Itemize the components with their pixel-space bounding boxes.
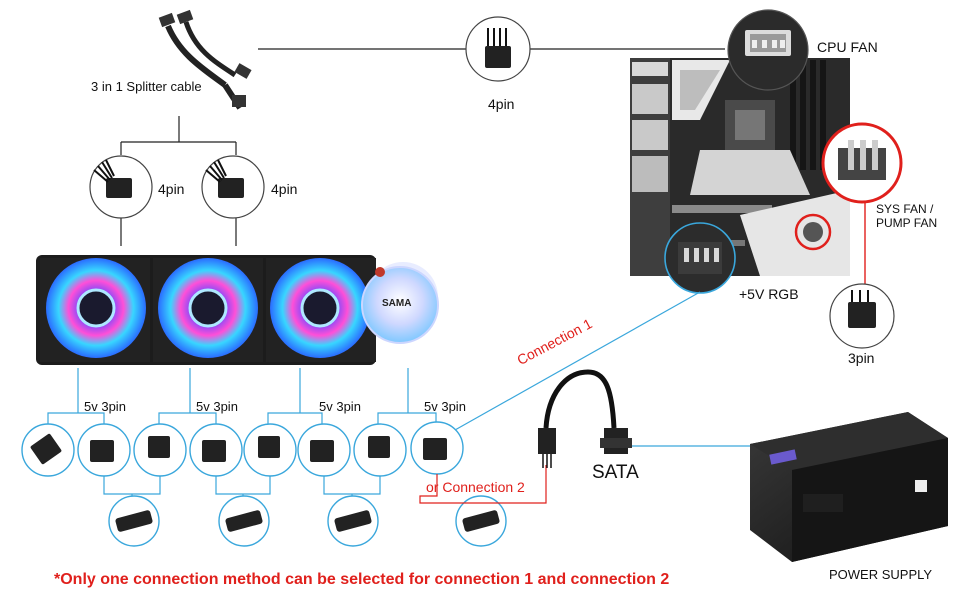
- sys-fan-label-2: PUMP FAN: [876, 216, 938, 230]
- splitter-cable: [158, 9, 252, 110]
- inline-connector-bubbles: [108, 495, 507, 547]
- pump-block: [361, 262, 439, 344]
- fivev-label-4: 5v 3pin: [424, 399, 466, 414]
- sata-label: SATA: [592, 462, 639, 483]
- fourpin-bubble-right: [201, 155, 265, 219]
- fourpin-left-label: 4pin: [158, 181, 185, 197]
- motherboard: [630, 58, 850, 276]
- fourpin-bubble-left: [89, 155, 153, 219]
- fan-3: [270, 258, 370, 358]
- threepin-label: 3pin: [848, 350, 875, 366]
- power-supply-label: POWER SUPPLY: [829, 567, 933, 582]
- fourpin-bubble-top: [465, 16, 531, 82]
- fivev-label-1: 5v 3pin: [84, 399, 126, 414]
- power-supply: [750, 412, 948, 562]
- cpu-fan-header-bubble: [727, 9, 809, 91]
- rgb-header-bubble: [664, 222, 736, 294]
- pump-logo: SAMA: [382, 298, 412, 309]
- fourpin-right-label: 4pin: [271, 181, 298, 197]
- fan-2: [158, 258, 258, 358]
- sys-fan-header-bubble: [821, 122, 903, 204]
- sata-adapter-cable: [538, 369, 632, 468]
- cpu-fan-label: CPU FAN: [817, 39, 878, 55]
- connection-2-label: or Connection 2: [426, 479, 525, 495]
- splitter-label: 3 in 1 Splitter cable: [91, 79, 202, 94]
- threepin-bubble: [829, 283, 895, 349]
- connector-bubbles: [21, 421, 464, 477]
- fourpin-top-label: 4pin: [488, 96, 515, 112]
- selection-note: *Only one connection method can be selec…: [54, 571, 670, 588]
- rgb-label: +5V RGB: [739, 286, 799, 302]
- fivev-label-2: 5v 3pin: [196, 399, 238, 414]
- fan-1: [46, 258, 146, 358]
- fivev-label-3: 5v 3pin: [319, 399, 361, 414]
- sys-fan-label-1: SYS FAN /: [876, 202, 934, 216]
